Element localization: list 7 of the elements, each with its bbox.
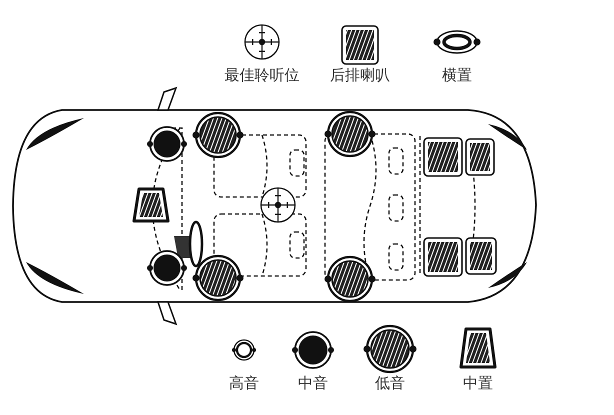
legend-label: 高音 bbox=[229, 374, 259, 392]
legend-label: 后排喇叭 bbox=[330, 66, 390, 84]
legend-label: 低音 bbox=[375, 374, 405, 392]
legend-label: 中置 bbox=[463, 374, 493, 392]
legend-label: 最佳聆听位 bbox=[224, 66, 300, 84]
legend-label: 横置 bbox=[442, 66, 472, 84]
legend-label: 中音 bbox=[298, 374, 328, 392]
